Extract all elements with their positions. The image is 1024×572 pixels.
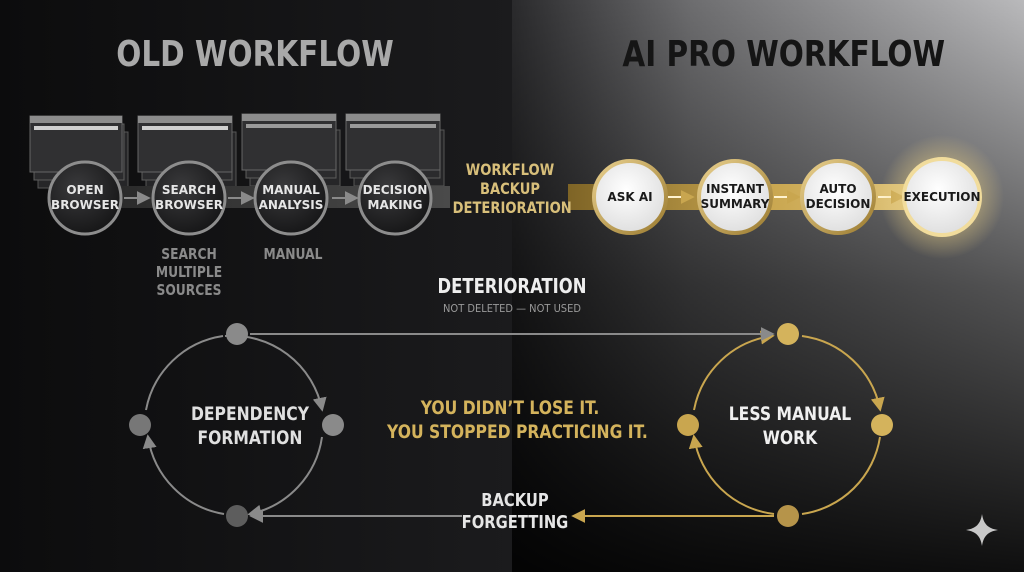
title-ai-pro-workflow: AI PRO WORKFLOW [622,34,946,75]
sparkle-icon [966,514,998,546]
sublabel-manual: MANUAL [263,245,323,263]
deterioration-title: DETERIORATION [437,274,587,298]
cycle-left [129,323,344,527]
label-ask-ai: ASK AI [607,190,653,204]
label-execution: EXECUTION [903,190,981,204]
sublabel-search-multiple-sources: SEARCH MULTIPLE SOURCES [155,245,223,299]
node-auto-decision [800,159,876,235]
cycle-right [677,323,893,527]
node-manual-analysis [253,160,329,236]
node-decision-making [357,160,433,236]
deterioration-subtitle: NOT DELETED — NOT USED [443,302,581,315]
node-execution [902,157,982,237]
node-ask-ai [592,159,668,235]
node-instant-summary [697,159,773,235]
node-search-browser [151,160,227,236]
bridge-label: WORKFLOW BACKUP DETERIORATION [452,160,572,217]
quote-text: YOU DIDN’T LOSE IT.YOU STOPPED PRACTICIN… [387,397,648,443]
node-open-browser [47,160,123,236]
title-old-workflow: OLD WORKFLOW [116,34,394,75]
